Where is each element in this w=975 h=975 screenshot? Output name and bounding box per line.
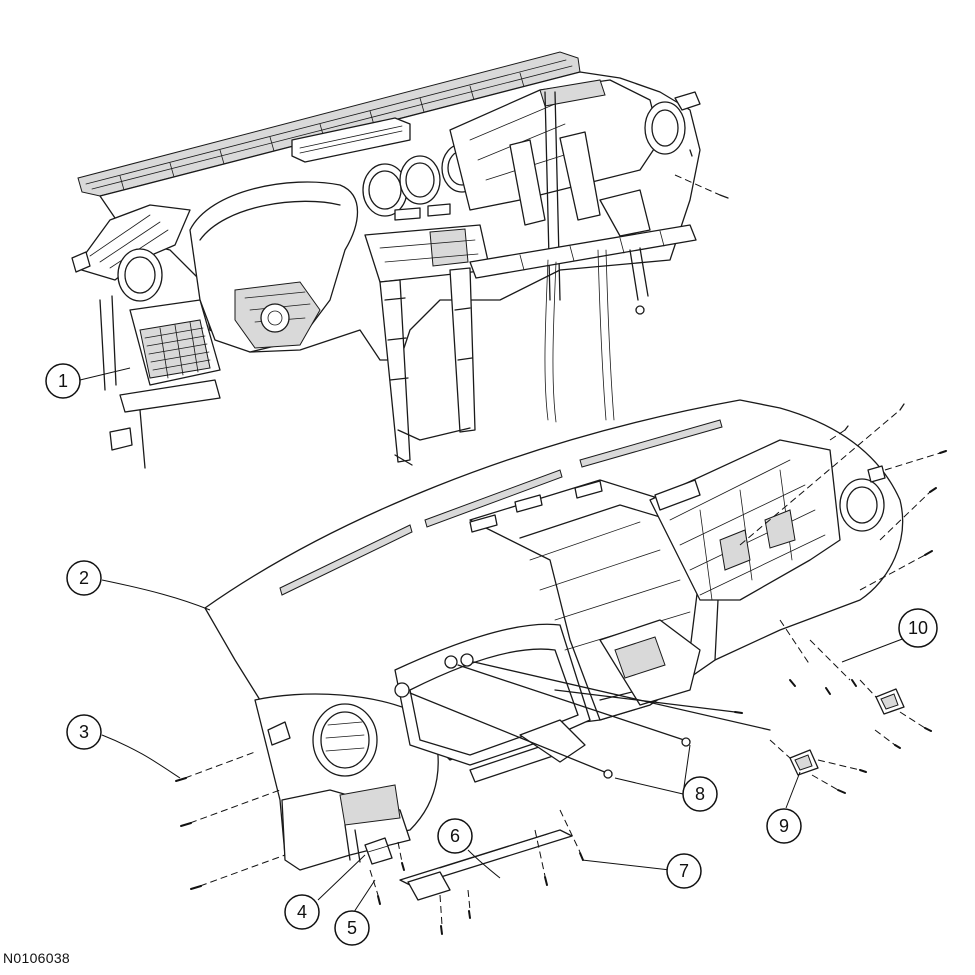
callout-9: 9 — [766, 808, 802, 844]
svg-text:5: 5 — [347, 918, 357, 938]
cross-car-beam-assembly — [71, 51, 729, 469]
callout-7: 7 — [666, 853, 702, 889]
smart-junction-box — [99, 295, 221, 469]
callout-5: 5 — [334, 910, 370, 946]
callout-8: 8 — [682, 776, 718, 812]
svg-text:6: 6 — [450, 826, 460, 846]
svg-text:4: 4 — [297, 902, 307, 922]
callout-leaders — [79, 367, 906, 916]
svg-text:2: 2 — [79, 568, 89, 588]
callout-3: 3 — [66, 714, 102, 750]
callout-1: 1 — [45, 363, 81, 399]
svg-text:8: 8 — [695, 784, 705, 804]
svg-text:1: 1 — [58, 371, 68, 391]
figure-reference-code: N0106038 — [3, 950, 71, 966]
svg-text:3: 3 — [79, 722, 89, 742]
svg-text:10: 10 — [908, 618, 928, 638]
svg-text:7: 7 — [679, 861, 689, 881]
callout-6: 6 — [437, 818, 473, 854]
callout-2: 2 — [66, 560, 102, 596]
callout-4: 4 — [284, 894, 320, 930]
svg-text:9: 9 — [779, 816, 789, 836]
instrument-panel-skin — [204, 399, 904, 871]
knee-bolster-reinforcement — [399, 829, 573, 901]
screw-fasteners — [175, 403, 947, 935]
callout-10: 10 — [898, 608, 938, 648]
